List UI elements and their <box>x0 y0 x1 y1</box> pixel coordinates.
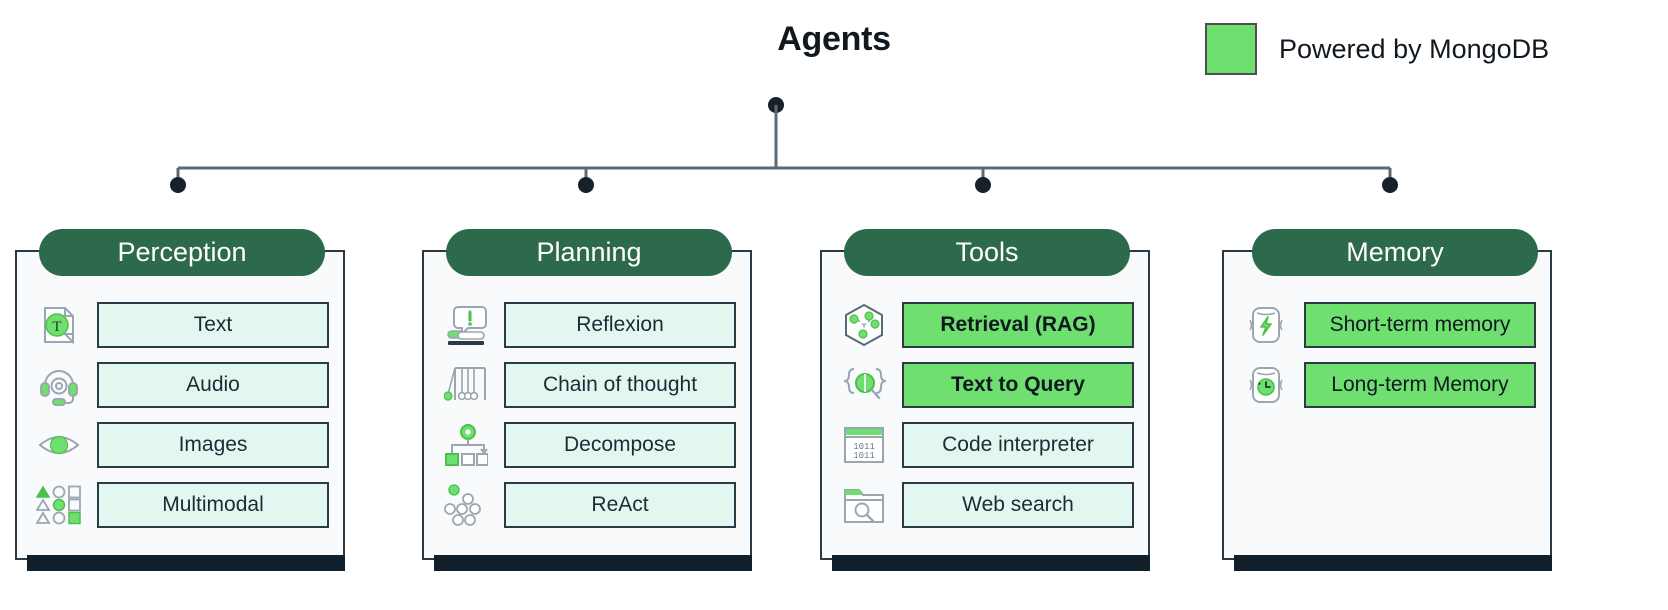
chip-label: Reflexion <box>576 313 664 336</box>
list-item[interactable]: 1011 1011 Code interpreter <box>840 420 1134 470</box>
card-shadow-tools <box>832 555 1150 571</box>
chip-label: Images <box>178 433 248 456</box>
branch-dot-memory <box>1382 177 1398 193</box>
list-item[interactable]: Decompose <box>442 420 736 470</box>
list-item[interactable]: Short-term memory <box>1242 300 1536 350</box>
chip-label: Decompose <box>563 433 677 456</box>
card-tools: Tools Retrieval <box>820 229 1150 560</box>
speech-alert-icon <box>442 301 490 349</box>
category-cards: Perception T Text <box>0 229 1668 575</box>
list-item[interactable]: Retrieval (RAG) <box>840 300 1134 350</box>
braces-search-icon <box>840 361 888 409</box>
chip-short-term-memory[interactable]: Short-term memory <box>1304 302 1536 348</box>
legend: Powered by MongoDB <box>1205 23 1549 75</box>
branch-dot-perception <box>170 177 186 193</box>
card-title-memory: Memory <box>1346 237 1444 267</box>
branch-dot-tools <box>975 177 991 193</box>
page-title: Agents <box>777 20 891 58</box>
list-item[interactable]: ReAct <box>442 480 736 530</box>
chip-label: Short-term memory <box>1329 313 1511 336</box>
card-title-planning: Planning <box>536 237 642 267</box>
chip-text-to-query[interactable]: Text to Query <box>902 362 1134 408</box>
list-item[interactable]: Reflexion <box>442 300 736 350</box>
newtons-cradle-icon <box>442 361 490 409</box>
eye-icon <box>35 421 83 469</box>
chip-react[interactable]: ReAct <box>504 482 736 528</box>
chip-label: Long-term Memory <box>1331 373 1509 396</box>
card-title-perception: Perception <box>117 237 247 267</box>
svg-text:1011: 1011 <box>853 442 875 452</box>
list-item[interactable]: Long-term Memory <box>1242 360 1536 410</box>
chip-chain-of-thought[interactable]: Chain of thought <box>504 362 736 408</box>
card-header-planning[interactable]: Planning <box>446 229 732 276</box>
list-item[interactable]: Multimodal <box>35 480 329 530</box>
card-header-memory[interactable]: Memory <box>1252 229 1538 276</box>
legend-label: Powered by MongoDB <box>1279 33 1550 64</box>
binary-window-icon: 1011 1011 <box>840 421 888 469</box>
clock-chip-icon <box>1242 361 1290 409</box>
browser-search-icon <box>840 481 888 529</box>
chip-code-interpreter[interactable]: Code interpreter <box>902 422 1134 468</box>
chip-label: Web search <box>962 493 1074 516</box>
svg-text:T: T <box>52 319 61 335</box>
headset-gear-icon <box>35 361 83 409</box>
chip-images[interactable]: Images <box>97 422 329 468</box>
chip-audio[interactable]: Audio <box>97 362 329 408</box>
branch-dot-planning <box>578 177 594 193</box>
gear-branch-icon <box>442 421 490 469</box>
list-item[interactable]: Web search <box>840 480 1134 530</box>
svg-text:1011: 1011 <box>853 451 875 461</box>
bolt-chip-icon <box>1242 301 1290 349</box>
connector-tree <box>170 97 1398 193</box>
chip-label: Multimodal <box>162 493 264 516</box>
shapes-grid-icon <box>35 481 83 529</box>
chip-label: Text <box>193 313 233 336</box>
card-header-perception[interactable]: Perception <box>39 229 325 276</box>
card-planning: Planning Reflexi <box>422 229 752 560</box>
chip-label: Code interpreter <box>942 433 1094 456</box>
chip-decompose[interactable]: Decompose <box>504 422 736 468</box>
chip-label: Audio <box>186 373 240 396</box>
chip-web-search[interactable]: Web search <box>902 482 1134 528</box>
chip-retrieval-rag[interactable]: Retrieval (RAG) <box>902 302 1134 348</box>
hexagon-nodes-icon <box>840 301 888 349</box>
chip-long-term-memory[interactable]: Long-term Memory <box>1304 362 1536 408</box>
chip-label: ReAct <box>591 493 649 516</box>
card-header-tools[interactable]: Tools <box>844 229 1130 276</box>
chip-text[interactable]: Text <box>97 302 329 348</box>
list-item[interactable]: Audio <box>35 360 329 410</box>
card-shadow-memory <box>1234 555 1552 571</box>
chip-reflexion[interactable]: Reflexion <box>504 302 736 348</box>
document-text-icon: T <box>35 301 83 349</box>
card-shadow-perception <box>27 555 345 571</box>
list-item[interactable]: Images <box>35 420 329 470</box>
card-perception: Perception T Text <box>15 229 345 560</box>
node-cluster-icon <box>442 481 490 529</box>
list-item[interactable]: Text to Query <box>840 360 1134 410</box>
legend-swatch-mongodb <box>1205 23 1257 75</box>
card-title-tools: Tools <box>955 237 1019 267</box>
chip-multimodal[interactable]: Multimodal <box>97 482 329 528</box>
chip-label: Retrieval (RAG) <box>940 313 1096 336</box>
chip-label: Chain of thought <box>542 373 698 396</box>
card-shadow-planning <box>434 555 752 571</box>
list-item[interactable]: Chain of thought <box>442 360 736 410</box>
chip-label: Text to Query <box>951 373 1085 396</box>
card-memory: Memory Short-term memory <box>1222 229 1552 560</box>
list-item[interactable]: T Text <box>35 300 329 350</box>
